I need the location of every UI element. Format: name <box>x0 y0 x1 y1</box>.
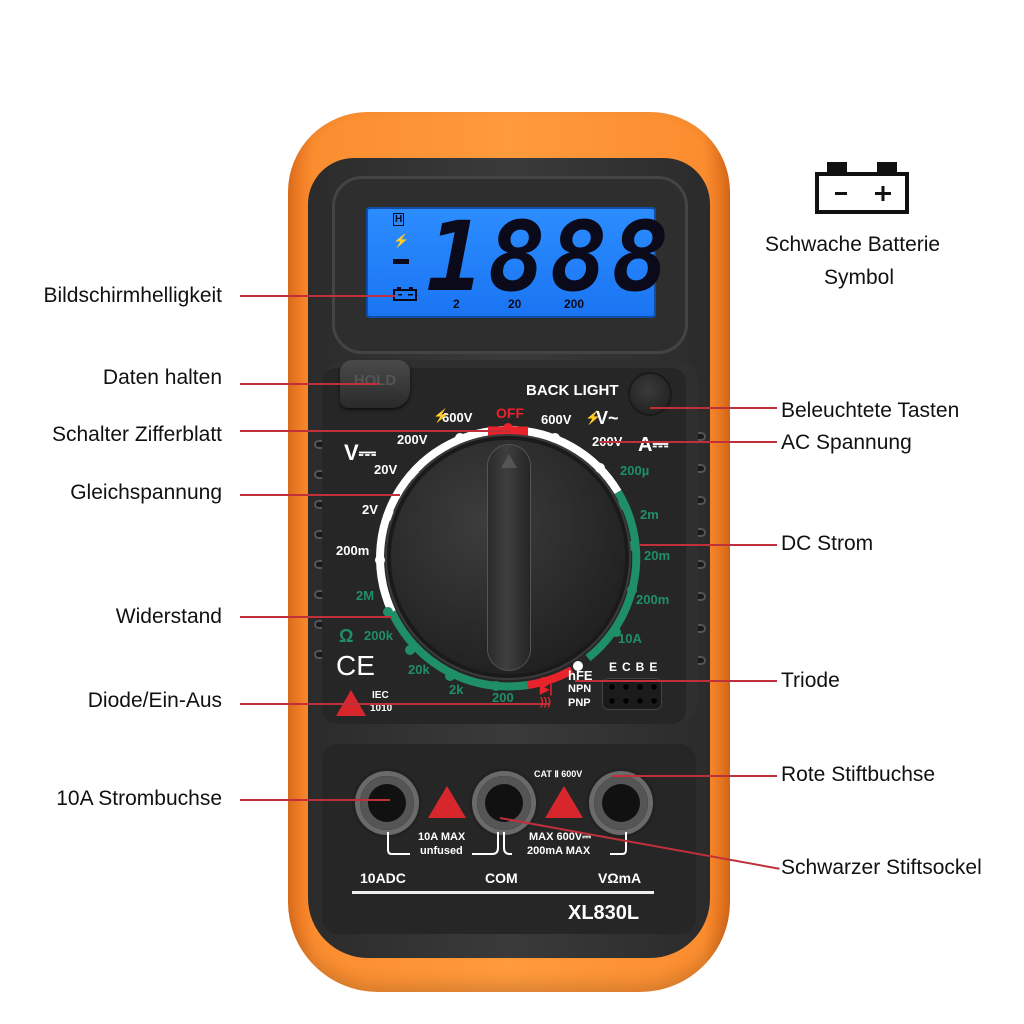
backlight-label: BACK LIGHT <box>526 382 619 399</box>
callout-beleuchtete-tasten: Beleuchtete Tasten <box>781 399 960 422</box>
hold-indicator-icon: H <box>393 213 405 226</box>
leader-bildschirmhelligkeit <box>240 295 395 297</box>
callout-diode-ein-aus: Diode/Ein-Aus <box>87 689 222 712</box>
leader-schalter-zifferblatt <box>240 430 510 432</box>
warning-triangle-right-icon <box>545 786 583 818</box>
diode-icon: ▶| <box>540 682 553 696</box>
battery-symbol-icon <box>815 162 909 214</box>
dcv-600v-hv-icon: ⚡ <box>433 408 450 423</box>
callout-schalter-zifferblatt: Schalter Zifferblatt <box>51 423 222 446</box>
leader-10a-strombuchse <box>240 799 390 801</box>
dcv-600v-label: 600V <box>442 410 473 425</box>
dial-pointer-tip-icon <box>501 454 517 468</box>
leader-triode <box>575 680 777 682</box>
dca-10a-label: 10A <box>618 631 642 646</box>
dcv-2v-label: 2V <box>362 502 378 517</box>
pnp-label: PNP <box>568 697 591 709</box>
warn-10a-max: 10A MAX <box>418 831 466 843</box>
lcd-scale-2: 2 <box>453 297 460 311</box>
warn-unfused: unfused <box>420 845 463 857</box>
hfe-label: hFE <box>568 668 593 683</box>
callout-rote-stiftbuchse: Rote Stiftbuchse <box>781 763 936 786</box>
acv-hv-icon: ⚡ <box>585 410 602 425</box>
callout-ac-spannung: AC Spannung <box>781 431 912 454</box>
leader-beleuchtete-tasten <box>650 407 777 409</box>
lightning-icon: ⚡ <box>393 233 410 248</box>
battery-callout-line1: Schwache Batterie <box>765 233 941 256</box>
jack-label-com: COM <box>485 870 518 886</box>
battery-low-icon <box>393 287 417 304</box>
warning-triangle-left-icon <box>428 786 466 818</box>
off-label: OFF <box>496 405 524 421</box>
dcv-200v-label: 200V <box>397 432 428 447</box>
lcd-display: H ⚡ 1888 2 20 200 <box>366 201 669 318</box>
callout-bildschirmhelligkeit: Bildschirmhelligkeit <box>43 284 222 307</box>
battery-callout-line2: Symbol <box>824 266 895 289</box>
warn-max-600v: MAX 600V⎓ <box>529 831 591 843</box>
dial-pointer-handle[interactable] <box>488 445 530 670</box>
iec-label: IEC <box>372 690 389 701</box>
ohm-symbol: Ω <box>339 626 354 646</box>
dca-symbol: A⎓ <box>638 434 669 456</box>
dca-20m-label: 20m <box>644 548 671 563</box>
dca-200u-label: 200µ <box>620 463 650 478</box>
acv-symbol: V~ <box>596 408 619 428</box>
leader-dc-strom <box>640 544 777 546</box>
model-label: XL830L <box>568 902 640 924</box>
leader-gleichspannung <box>240 494 400 496</box>
callout-schwarzer-stiftsockel: Schwarzer Stiftsockel <box>781 856 982 879</box>
callout-gleichspannung: Gleichspannung <box>70 481 222 504</box>
callout-10a-strombuchse: 10A Strombuchse <box>56 787 222 810</box>
10a-jack[interactable] <box>360 776 414 830</box>
transistor-pin-label: ECBE <box>609 660 663 674</box>
divider-line <box>352 891 654 894</box>
dial-scale-ring <box>375 423 641 691</box>
lcd-scale-20: 20 <box>508 297 522 311</box>
jack-label-vohm-ma: VΩmA <box>598 870 642 886</box>
callout-dc-strom: DC Strom <box>781 532 874 555</box>
dca-2m-label: 2m <box>640 507 659 522</box>
ce-mark: CE <box>336 650 375 681</box>
ohm-20k-label: 20k <box>408 662 430 677</box>
acv-600v-label: 600V <box>541 412 572 427</box>
minus-sign-icon <box>393 259 409 264</box>
dcv-symbol: V⎓ <box>344 440 377 465</box>
lcd-scale-200: 200 <box>564 297 585 311</box>
jack-bracket-lines <box>387 832 627 855</box>
ohm-200k-label: 200k <box>364 628 393 643</box>
jack-label-10adc: 10ADC <box>360 870 406 886</box>
dca-200m-label: 200m <box>636 592 670 607</box>
leader-diode-ein-aus <box>240 703 550 705</box>
dcv-20v-label: 20V <box>374 462 398 477</box>
warn-200ma-max: 200mA MAX <box>527 845 591 857</box>
cat-rating: CAT Ⅱ 600V <box>534 769 583 779</box>
ohm-2m-label: 2M <box>356 588 375 603</box>
lcd-digits: 1888 <box>426 201 674 313</box>
continuity-icon: ))) <box>540 696 551 708</box>
leader-rote-stiftbuchse <box>612 775 777 777</box>
hfe-socket[interactable] <box>602 678 662 710</box>
callout-widerstand: Widerstand <box>115 605 222 628</box>
leader-daten-halten <box>240 383 380 385</box>
iec-number: 1010 <box>370 703 393 714</box>
vohm-ma-jack[interactable] <box>594 776 648 830</box>
dcv-200m-label: 200m <box>336 543 370 558</box>
npn-label: NPN <box>568 683 592 695</box>
callout-daten-halten: Daten halten <box>102 366 222 389</box>
ohm-2k-label: 2k <box>449 682 464 697</box>
leader-widerstand <box>240 616 392 618</box>
leader-ac-spannung <box>600 441 777 443</box>
callout-triode: Triode <box>781 669 840 692</box>
ohm-200-label: 200 <box>492 690 514 705</box>
